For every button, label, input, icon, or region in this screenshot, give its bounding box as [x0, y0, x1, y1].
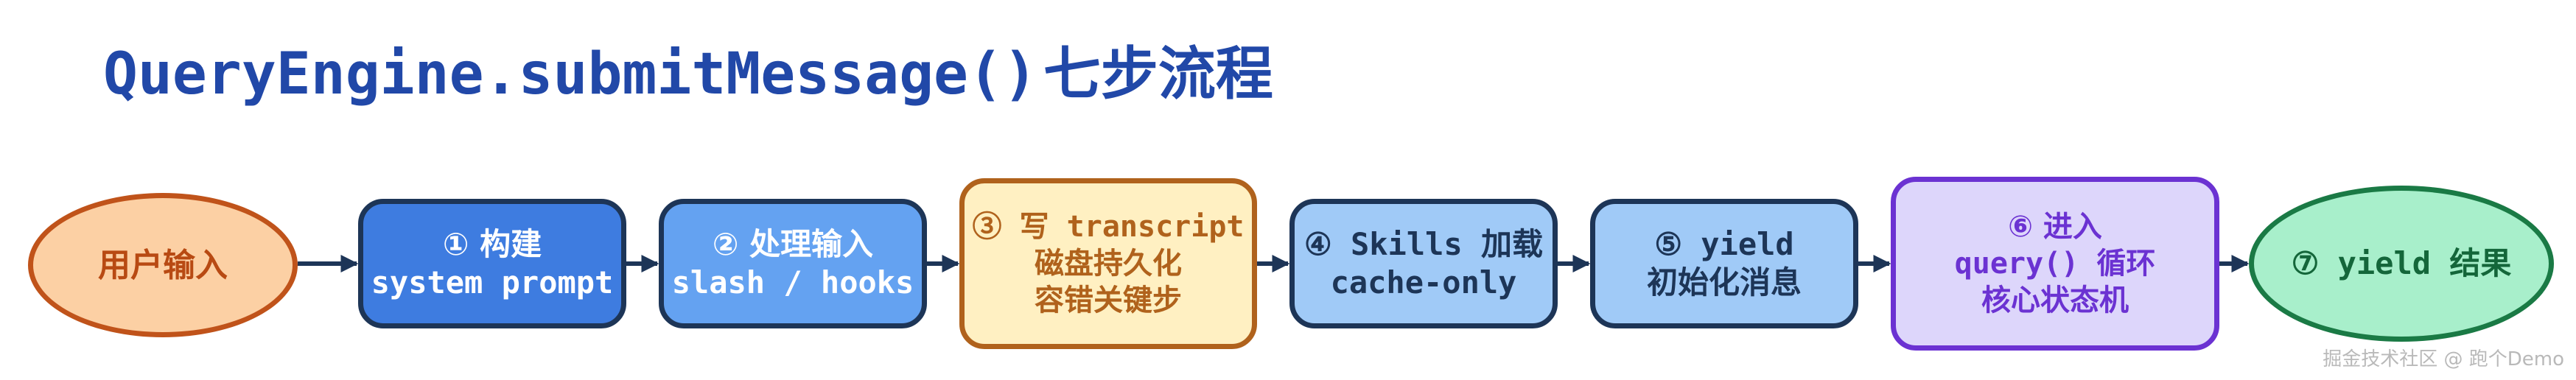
- step-label: ④ Skills 加载: [1304, 225, 1543, 262]
- step-4-skills-loading: ④ Skills 加载 cache-only: [1289, 199, 1558, 328]
- title-code: QueryEngine.submitMessage(): [103, 41, 1037, 108]
- step-label: ③ 写 transcript: [972, 210, 1245, 244]
- diagram-title: QueryEngine.submitMessage()七步流程: [103, 28, 1273, 110]
- step-2-process-input: ② 处理输入 slash / hooks: [659, 199, 927, 328]
- step-label: ⑤ yield: [1654, 225, 1794, 262]
- step-label: 用户输入: [98, 246, 228, 284]
- step-label: 磁盘持久化: [1035, 247, 1182, 281]
- step-label: system prompt: [371, 264, 614, 300]
- step-label: query() 循环: [1954, 247, 2156, 281]
- step-label: ② 处理输入: [712, 225, 874, 262]
- step-5-yield-init-message: ⑤ yield 初始化消息: [1590, 199, 1858, 328]
- step-3-write-transcript: ③ 写 transcript 磁盘持久化 容错关键步: [959, 178, 1257, 349]
- step-7-yield-result: ⑦ yield 结果: [2249, 186, 2554, 342]
- watermark-credit: 掘金技术社区 @ 跑个Demo: [2323, 348, 2564, 370]
- step-label: 初始化消息: [1646, 264, 1802, 300]
- step-1-build-system-prompt: ① 构建 system prompt: [358, 199, 626, 328]
- step-label: ⑥ 进入: [2008, 210, 2102, 244]
- step-label: slash / hooks: [671, 264, 914, 300]
- step-label: 容错关键步: [1035, 284, 1182, 317]
- step-user-input: 用户输入: [28, 193, 298, 337]
- step-label: ⑦ yield 结果: [2291, 244, 2512, 281]
- title-cn: 七步流程: [1043, 41, 1273, 108]
- step-label: ① 构建: [442, 225, 542, 262]
- step-6-query-loop: ⑥ 进入 query() 循环 核心状态机: [1891, 177, 2219, 351]
- step-label: cache-only: [1330, 264, 1517, 300]
- step-label: 核心状态机: [1981, 284, 2129, 317]
